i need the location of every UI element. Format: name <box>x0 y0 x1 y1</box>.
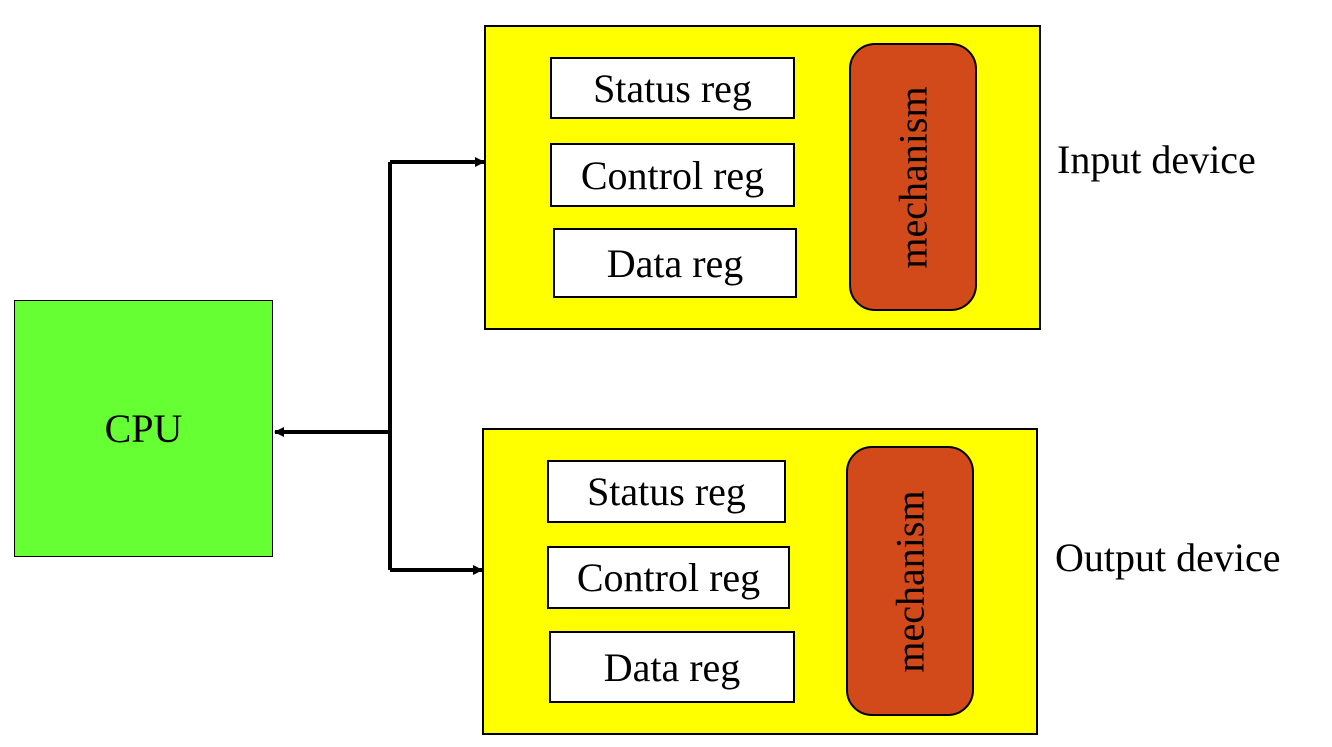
output-mechanism-label: mechanism <box>887 489 933 673</box>
output-control-register-label: Control reg <box>576 555 761 600</box>
output-data-register-label: Data reg <box>603 644 741 690</box>
output-device-label: Output device <box>1055 535 1281 580</box>
input-control-register: Control reg <box>550 143 795 207</box>
output-status-register-label: Status reg <box>587 469 746 514</box>
input-data-register: Data reg <box>553 228 797 298</box>
input-control-register-label: Control reg <box>580 152 765 198</box>
output-status-register: Status reg <box>547 460 786 523</box>
input-status-register-label: Status reg <box>593 65 752 111</box>
input-data-register-label: Data reg <box>606 240 744 286</box>
cpu-label: CPU <box>104 406 183 451</box>
cpu-box: CPU <box>14 300 273 557</box>
input-status-register: Status reg <box>550 57 795 119</box>
input-mechanism-label: mechanism <box>890 85 936 269</box>
output-mechanism-box: mechanism <box>846 446 974 716</box>
input-device-label: Input device <box>1057 137 1256 182</box>
output-control-register: Control reg <box>547 546 790 609</box>
input-mechanism-box: mechanism <box>849 43 977 311</box>
output-data-register: Data reg <box>549 631 795 703</box>
